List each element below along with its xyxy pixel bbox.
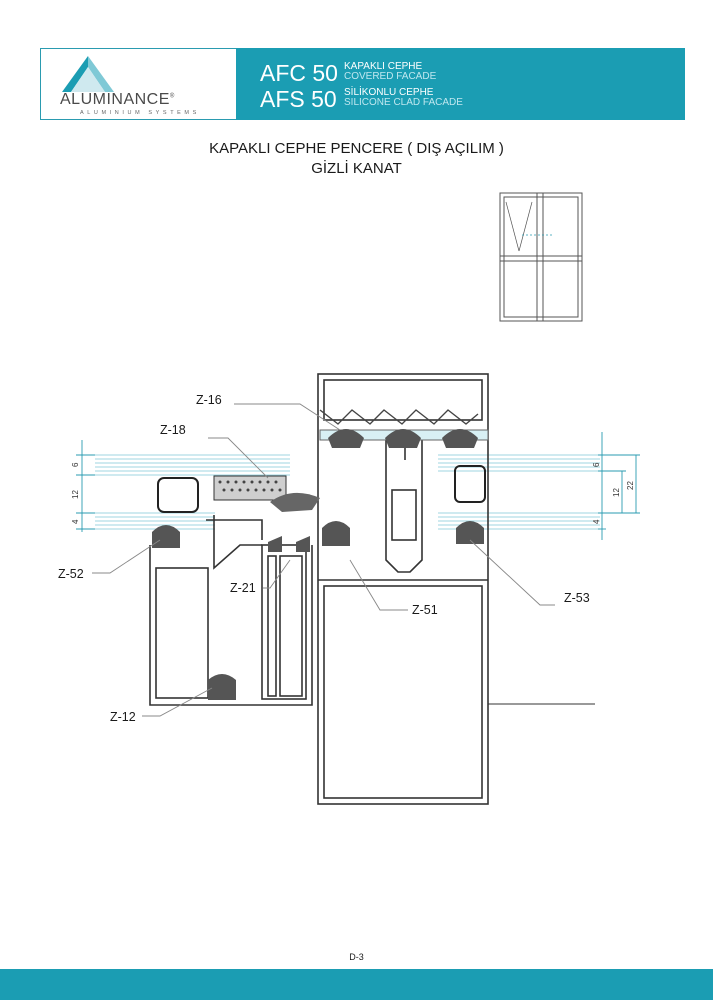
callout-z51: Z-51 [412, 603, 438, 617]
dim-right-22: 22 [626, 481, 635, 490]
footer-bar [0, 969, 713, 1000]
callout-z53: Z-53 [564, 591, 590, 605]
brand-name: ALUMINANCE® [60, 91, 175, 108]
dim-left-6: 6 [71, 462, 80, 467]
callout-z16: Z-16 [196, 393, 222, 407]
spacer-left [157, 477, 199, 513]
elevation-thumbnail [499, 192, 583, 322]
callout-z21: Z-21 [230, 581, 256, 595]
technical-drawing: 6 12 4 6 12 4 22 Z-16 Z-18 Z-52 Z-21 Z-5… [58, 192, 640, 805]
system-name-en-afs50: SILICONE CLAD FACADE [344, 97, 463, 108]
dim-left-4: 4 [71, 519, 80, 524]
system-name-tr-afc50: KAPAKLI CEPHE [344, 61, 423, 72]
sash-profile [149, 515, 313, 706]
dimension-left [76, 440, 95, 532]
dim-right-4: 4 [592, 519, 601, 524]
callout-z52: Z-52 [58, 567, 84, 581]
page-title: KAPAKLI CEPHE PENCERE ( DIŞ AÇILIM ) [209, 140, 504, 157]
gaskets [152, 492, 484, 700]
system-code-afs50: AFS 50 [260, 86, 337, 112]
mullion-profile [317, 373, 595, 805]
system-name-tr-afs50: SİLİKONLU CEPHE [344, 87, 434, 98]
callout-z12: Z-12 [110, 710, 136, 724]
dimension-right [598, 432, 640, 540]
dim-right-6: 6 [592, 462, 601, 467]
page-subtitle: GİZLİ KANAT [311, 160, 402, 177]
dim-left-12: 12 [71, 490, 80, 499]
pressure-plate-gaskets [319, 409, 489, 448]
system-name-en-afc50: COVERED FACADE [344, 71, 437, 82]
dim-right-12: 12 [612, 488, 621, 497]
glass-left [95, 454, 290, 530]
aluminance-logo-icon [62, 56, 114, 92]
spacer-right [454, 465, 486, 503]
page-number: D-3 [349, 952, 364, 962]
system-code-afc50: AFC 50 [260, 60, 338, 86]
insulation-pattern [218, 480, 282, 492]
leader-lines [92, 403, 555, 717]
header-banner [236, 48, 685, 120]
callout-z18: Z-18 [160, 423, 186, 437]
insulation-block [213, 475, 287, 501]
brand-tagline: ALUMINIUM SYSTEMS [80, 110, 200, 116]
glass-right [438, 454, 600, 530]
